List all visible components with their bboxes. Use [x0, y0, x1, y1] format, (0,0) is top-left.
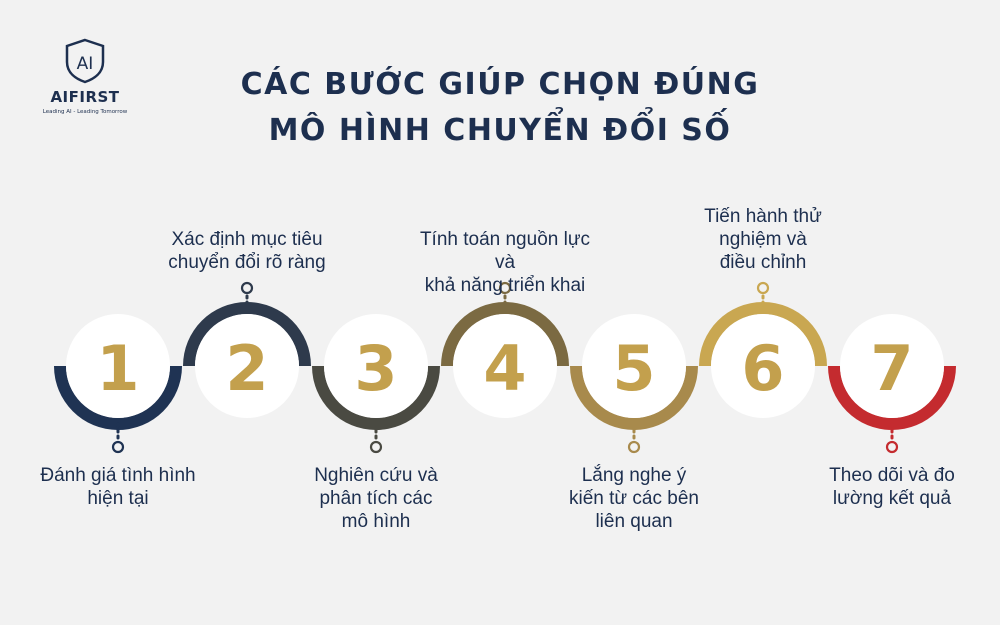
step-2-number: 2 [225, 332, 268, 405]
step-6-label-line: Tiến hành thử [704, 206, 822, 227]
step-5-arc [570, 366, 698, 430]
step-1-arc [54, 366, 182, 430]
step-3-arc [312, 366, 440, 430]
step-1-label-line: hiện tại [87, 488, 149, 509]
step-3-circle [324, 314, 428, 418]
step-7-circle [840, 314, 944, 418]
step-7-connector-marker [885, 440, 899, 454]
step-4-connector-marker [498, 281, 512, 295]
title-line-2: MÔ HÌNH CHUYỂN ĐỔI SỐ [268, 113, 732, 148]
shield-logo-icon: AI [65, 38, 105, 84]
logo-mark-text: AI [77, 54, 94, 74]
step-2-arc [183, 302, 311, 366]
aifirst-logo: AI AIFIRST Leading AI - Leading Tomorrow [30, 38, 140, 115]
step-3-label-line: mô hình [341, 511, 411, 532]
step-7-label-line: lường kết quả [832, 488, 952, 509]
step-7-number: 7 [870, 332, 913, 405]
step-3-connector-marker [369, 440, 383, 454]
step-2-label-line: Xác định mục tiêu [171, 229, 323, 250]
logo-tagline: Leading AI - Leading Tomorrow [42, 109, 128, 115]
step-4-label-line: khả năng triển khai [424, 275, 586, 296]
step-4-label-line: Tính toán nguồn lực và [419, 229, 591, 273]
step-1-circle [66, 314, 170, 418]
step-7-label-line: Theo dõi và đo [829, 465, 955, 486]
step-5-label-line: liên quan [595, 511, 673, 532]
step-6-connector-marker [756, 281, 770, 295]
step-4-arc [441, 302, 569, 366]
logo-name: AIFIRST [50, 88, 120, 106]
step-4-circle [453, 314, 557, 418]
title-line-1: CÁC BƯỚC GIÚP CHỌN ĐÚNG [240, 67, 760, 102]
step-3-label-line: phân tích các [319, 488, 433, 509]
page-title: CÁC BƯỚC GIÚP CHỌN ĐÚNG MÔ HÌNH CHUYỂN Đ… [150, 62, 850, 154]
step-1-label-line: Đánh giá tình hình [40, 465, 196, 486]
step-5-circle [582, 314, 686, 418]
step-3-number: 3 [354, 332, 397, 405]
step-6-circle [711, 314, 815, 418]
step-5-label-line: Lắng nghe ý [581, 465, 687, 486]
step-5-connector-marker [627, 440, 641, 454]
step-6-arc [699, 302, 827, 366]
step-5-number: 5 [612, 332, 655, 405]
step-6-label-line: điều chỉnh [719, 252, 807, 273]
step-2-connector-marker [240, 281, 254, 295]
step-4-number: 4 [483, 332, 526, 405]
step-6-label-line: nghiệm và [719, 229, 807, 250]
step-6-number: 6 [741, 332, 784, 405]
step-2-label-line: chuyển đổi rõ ràng [168, 252, 326, 273]
step-5-label-line: kiến từ các bên [569, 488, 699, 509]
step-3-label-line: Nghiên cứu và [314, 465, 438, 486]
step-2-circle [195, 314, 299, 418]
step-7-arc [828, 366, 956, 430]
step-1-number: 1 [96, 332, 139, 405]
step-1-connector-marker [111, 440, 125, 454]
